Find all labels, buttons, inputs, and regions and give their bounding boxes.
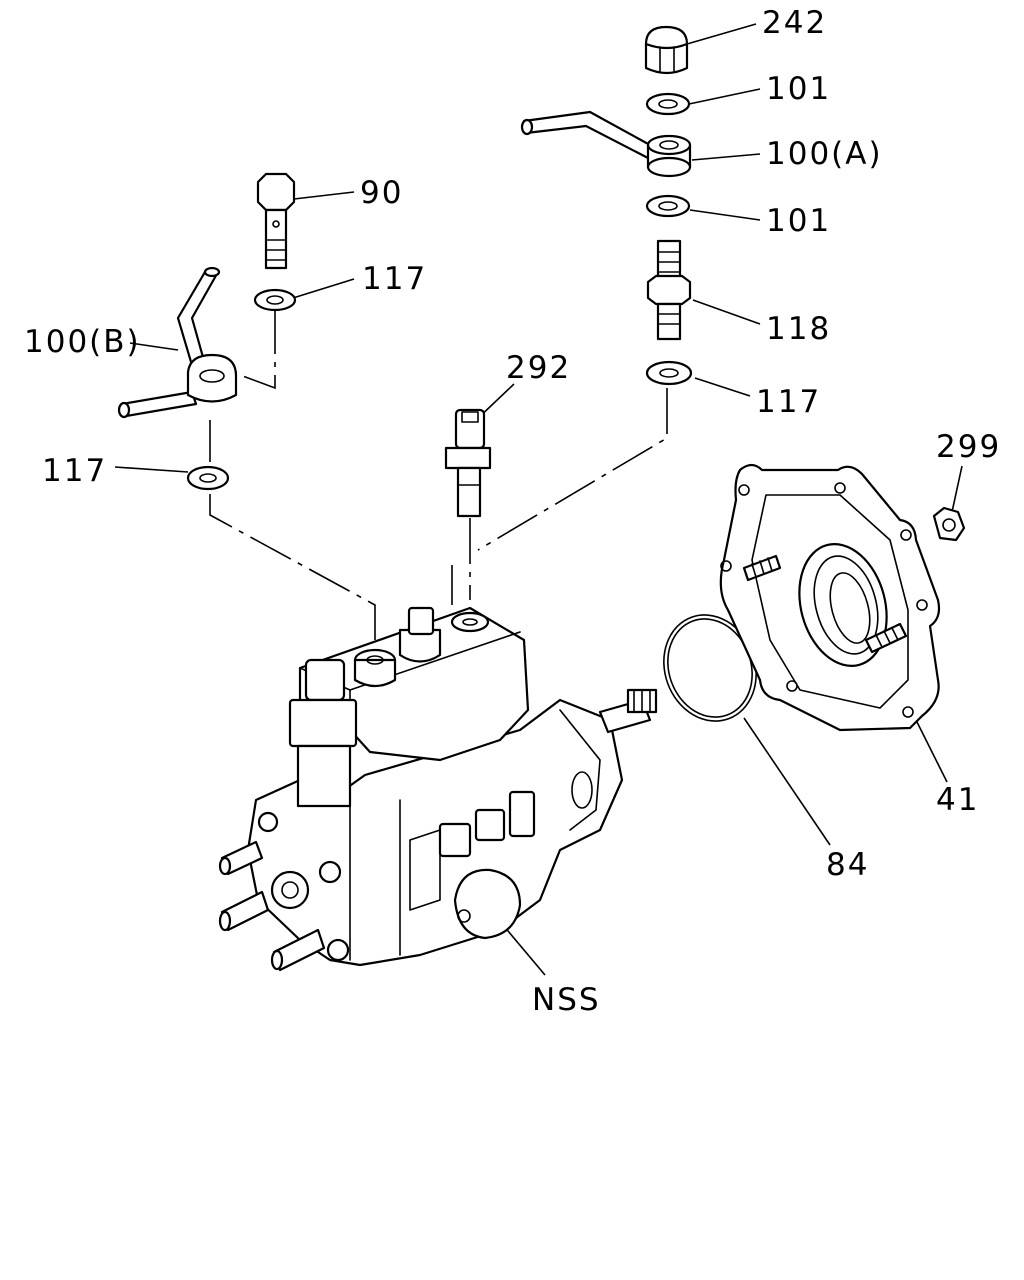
callout-299: 299 xyxy=(936,429,1001,465)
assembly-lines xyxy=(209,308,668,640)
callout-84: 84 xyxy=(826,847,869,883)
sensor-292 xyxy=(444,408,492,518)
bolt-90 xyxy=(256,172,296,270)
washer-117-right xyxy=(645,360,693,386)
outlet-nozzles xyxy=(218,811,350,972)
callout-117-right: 117 xyxy=(756,384,821,420)
callout-90: 90 xyxy=(360,175,403,211)
callout-41: 41 xyxy=(936,782,979,818)
callout-101-upper: 101 xyxy=(766,71,831,107)
cap-nut-242 xyxy=(644,25,689,75)
washer-101-lower xyxy=(645,194,691,218)
cover-plate-41 xyxy=(719,463,941,732)
callout-nss: NSS xyxy=(532,982,601,1018)
callout-100-b: 100(B) xyxy=(24,324,141,360)
nut-299 xyxy=(932,506,966,542)
callout-292: 292 xyxy=(506,350,571,386)
connector-bolt-118 xyxy=(646,239,692,341)
banjo-pipe-100-b xyxy=(117,266,238,419)
washer-117-top xyxy=(253,288,297,312)
callout-101-lower: 101 xyxy=(766,203,831,239)
banjo-pipe-100-a xyxy=(520,110,692,178)
washer-117-left xyxy=(186,465,230,491)
callout-100-a: 100(A) xyxy=(766,136,883,172)
leader-lines xyxy=(114,23,963,976)
callout-117-left: 117 xyxy=(42,453,107,489)
callout-242: 242 xyxy=(762,5,827,41)
washer-101-upper xyxy=(645,92,691,116)
callout-118: 118 xyxy=(766,311,831,347)
injection-pump-body xyxy=(218,606,658,972)
callout-117-top: 117 xyxy=(362,261,427,297)
